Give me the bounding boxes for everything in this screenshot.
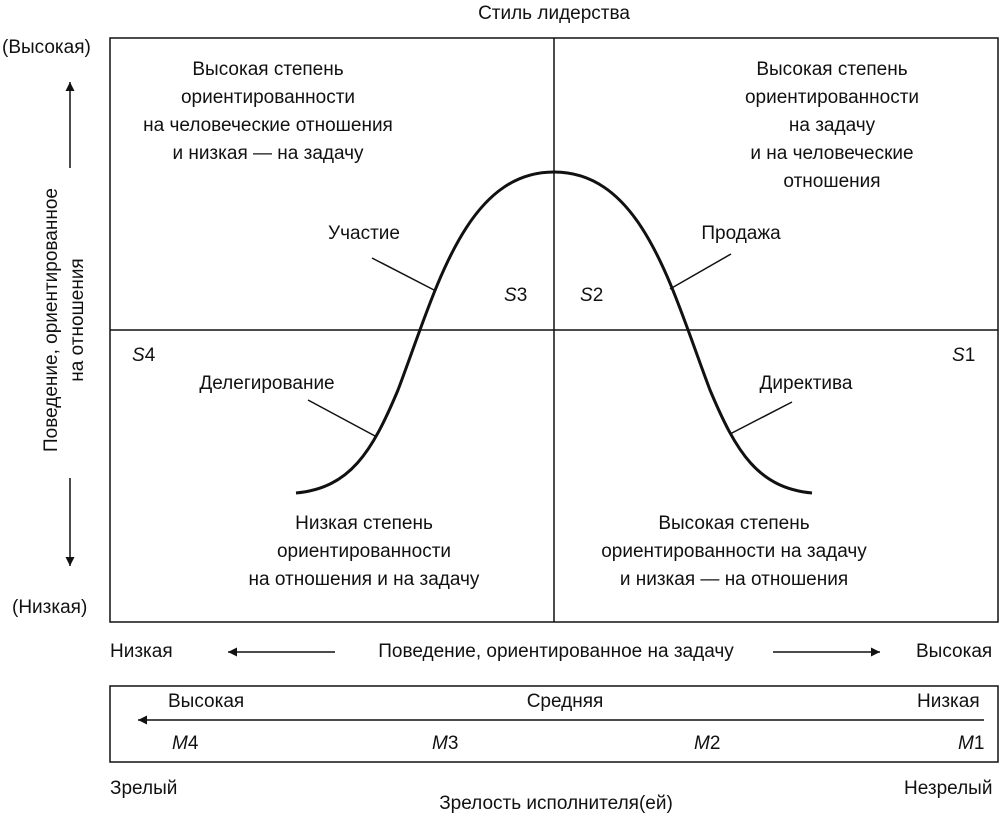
participation-pointer [371,257,435,291]
participation-label: Участие [328,223,400,244]
y-axis-low-label: (Низкая) [12,597,88,618]
maturity-code-m4: M4 [172,733,199,754]
diagram-title: Стиль лидерства [478,3,630,24]
quadrant-code-s2: S2 [580,285,604,306]
quadrant-code-s3: S3 [504,285,528,306]
selling-pointer [669,253,732,290]
quadrant-bottom-left-text: Низкая степень ориентированности на отно… [248,513,480,590]
y-axis-title: Поведение, ориентированное на отношения [41,188,88,452]
maturity-box [109,685,999,763]
maturity-low-label: Низкая [917,691,980,712]
directive-label: Директива [759,373,853,394]
quadrant-code-s1: S1 [952,345,976,366]
mature-label: Зрелый [110,778,178,799]
maturity-code-m2: M2 [694,733,721,754]
x-axis-low-label: Низкая [110,641,173,662]
maturity-code-m1: M1 [958,733,985,754]
quadrant-top-left-text: Высокая степень ориентированности на чел… [143,59,393,164]
quadrant-top-right-text: Высокая степень ориентированности на зад… [744,59,920,192]
delegating-pointer [307,399,376,437]
quadrant-bottom-right-text: Высокая степень ориентированности на зад… [601,513,867,590]
delegating-label: Делегирование [199,373,335,394]
maturity-medium-label: Средняя [526,691,604,712]
x-axis-high-label: Высокая [916,641,993,662]
selling-label: Продажа [701,223,781,244]
y-axis-high-label: (Высокая) [2,37,91,58]
maturity-high-label: Высокая [168,691,245,712]
directive-pointer [729,401,793,435]
maturity-code-m3: M3 [432,733,459,754]
immature-label: Незрелый [904,778,993,799]
x-axis-title: Поведение, ориентированное на задачу [378,641,734,662]
maturity-axis-title: Зрелость исполнителя(ей) [439,793,673,814]
quadrant-code-s4: S4 [132,345,156,366]
leadership-curve [295,170,813,495]
